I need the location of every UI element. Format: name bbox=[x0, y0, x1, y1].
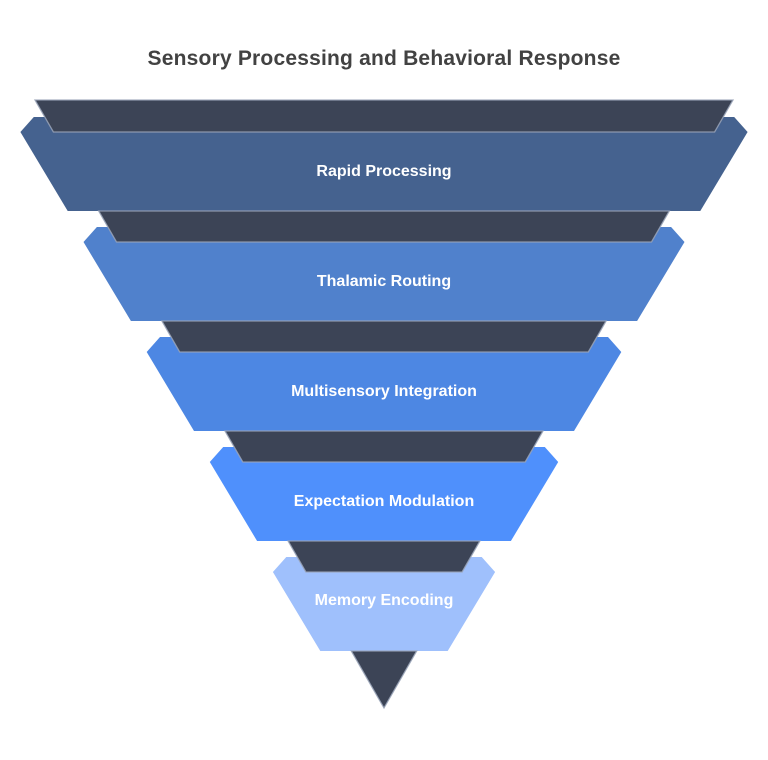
funnel-stage-shape-4 bbox=[272, 557, 496, 651]
funnel-backdrop-segment-4 bbox=[286, 540, 482, 573]
funnel-stage-shape-3 bbox=[209, 447, 559, 541]
funnel-stage-shape-1 bbox=[83, 227, 685, 321]
stage-label-thalamic-routing: Thalamic Routing bbox=[316, 273, 452, 290]
funnel-stage-shape-2 bbox=[146, 337, 622, 431]
funnel-backdrop-segment-0 bbox=[33, 99, 735, 133]
funnel-stage-shape-0 bbox=[20, 117, 748, 211]
funnel-backdrop-segment-2 bbox=[160, 320, 608, 353]
stage-label-multisensory-integration: Multisensory Integration bbox=[291, 383, 477, 400]
stage-label-rapid-processing: Rapid Processing bbox=[316, 163, 452, 180]
stage-label-expectation-modulation: Expectation Modulation bbox=[293, 493, 475, 510]
funnel-backdrop-segment-1 bbox=[97, 210, 671, 243]
diagram-title: Sensory Processing and Behavioral Respon… bbox=[147, 47, 621, 70]
stage-label-memory-encoding: Memory Encoding bbox=[314, 592, 454, 609]
funnel-tip bbox=[350, 650, 418, 710]
funnel-backdrop-segment-3 bbox=[223, 430, 545, 463]
